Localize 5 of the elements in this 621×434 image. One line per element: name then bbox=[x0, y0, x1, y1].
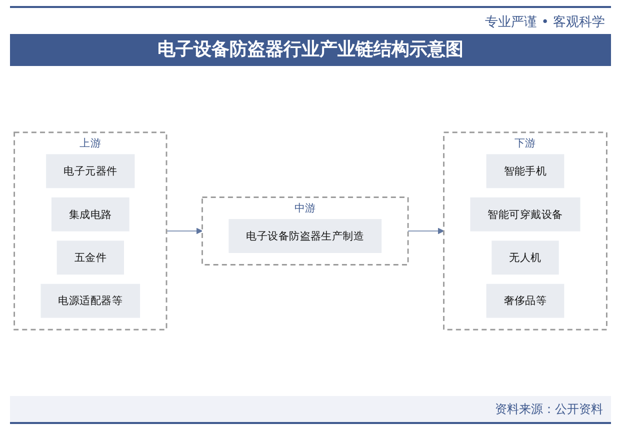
tagline: 专业严谨 • 客观科学 bbox=[485, 14, 605, 31]
source-note: 资料来源：公开资料 bbox=[495, 401, 603, 418]
arrow bbox=[166, 228, 203, 234]
arrow bbox=[408, 228, 444, 234]
title: 电子设备防盗器行业产业链结构示意图 bbox=[10, 34, 611, 66]
